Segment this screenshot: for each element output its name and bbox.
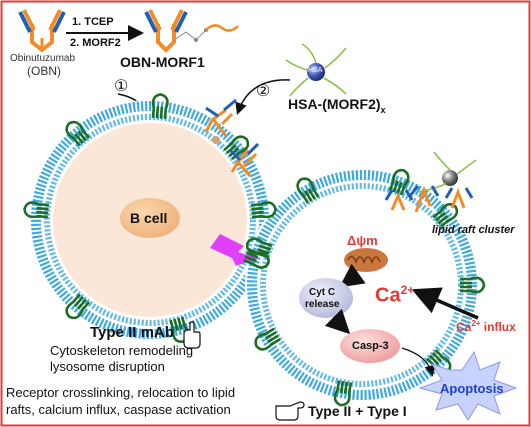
left-receptor-5 xyxy=(151,93,169,120)
left-receptor-2 xyxy=(65,293,91,320)
bound-antibody-left-top xyxy=(204,98,237,144)
right-receptor-0 xyxy=(460,276,486,294)
step-two-marker: ② xyxy=(256,83,271,100)
calcium-base: Ca xyxy=(375,284,401,307)
arrow-cytc-to-casp xyxy=(324,308,351,335)
b-cell-nucleus xyxy=(120,198,180,238)
type2-mab-title: Type II mAb xyxy=(90,324,174,341)
left-receptor-0 xyxy=(243,248,270,269)
right-receptor-5 xyxy=(296,177,320,204)
apoptosis-burst xyxy=(418,350,518,421)
antibody-abbrev-label: (OBN) xyxy=(27,64,61,78)
arrow-mito-to-cytc xyxy=(339,263,366,288)
obinutuzumab-antibody-icon xyxy=(18,9,66,53)
cytc-label-line1: Cyt C xyxy=(309,287,336,298)
left-membrane xyxy=(31,101,269,339)
effect-lysosome: lysosome disruption xyxy=(50,359,165,374)
cytc-label-line2: release xyxy=(305,299,340,310)
b-cell-label: B cell xyxy=(130,210,168,226)
mito-potential-label: Δψm xyxy=(347,233,378,248)
conjugate-label: OBN-MORF1 xyxy=(120,54,205,70)
left-receptor-7 xyxy=(250,201,277,219)
influx-sup: 2+ xyxy=(471,319,481,328)
lipid-raft-cluster-antibodies xyxy=(384,151,477,213)
calcium-influx-label: Ca2+ influx xyxy=(456,319,516,335)
left-receptor-3 xyxy=(23,201,50,219)
apoptosis-label: Apoptosis xyxy=(440,381,504,396)
calcium-label: Ca2+ xyxy=(375,283,415,308)
arrow-casp-to-apoptosis xyxy=(401,347,436,377)
right-receptor-6 xyxy=(388,168,410,196)
effect-cytoskeleton: Cytoskeleton remodeling xyxy=(50,343,194,358)
casp3-label: Casp-3 xyxy=(352,340,389,352)
calcium-sup: 2+ xyxy=(400,283,415,297)
calcium-influx-arrow xyxy=(411,287,479,320)
right-receptor-3 xyxy=(254,327,281,351)
antibody-name-label: Obinutuzumab xyxy=(10,53,76,64)
mitochondrion-icon xyxy=(344,248,388,272)
pointing-hand-right-icon xyxy=(275,401,305,421)
hsa-morf2-base: HSA-(MORF2) xyxy=(288,96,381,112)
obn-morf1-conjugate-icon xyxy=(144,9,239,53)
right-receptor-4 xyxy=(245,237,273,259)
pointing-hand-icon xyxy=(183,321,201,349)
left-cell xyxy=(30,100,270,340)
lipid-raft-cluster-label: lipid raft cluster xyxy=(432,224,515,236)
hsa-morf2-subscript: x xyxy=(380,104,386,115)
casp3-bubble xyxy=(340,329,400,363)
right-receptor-7 xyxy=(432,202,459,228)
right-cell xyxy=(245,168,479,402)
step1-label: 1. TCEP xyxy=(72,16,114,28)
influx-base: Ca xyxy=(456,320,472,334)
influx-text: influx xyxy=(480,320,516,334)
footer-line2: rafts, calcium influx, caspase activatio… xyxy=(6,402,231,417)
arrow-two-to-cell xyxy=(235,79,291,115)
step-one-marker: ① xyxy=(114,78,129,95)
hsa-sphere-label: HSA xyxy=(308,67,323,74)
left-receptor-4 xyxy=(65,120,91,147)
hsa-morf2-icon xyxy=(285,43,347,97)
cytc-bubble xyxy=(299,278,353,318)
right-receptor-2 xyxy=(333,380,353,407)
type2-plus-type1-label: Type II + Type I xyxy=(308,403,407,419)
right-membrane xyxy=(247,170,477,400)
bound-antibody-left-side xyxy=(228,142,260,177)
cd20-receptors xyxy=(23,93,486,407)
step2-label: 2. MORF2 xyxy=(70,37,121,49)
hsa-morf2-label: HSA-(MORF2)x xyxy=(288,96,386,115)
footer-line1: Receptor crosslinking, relocation to lip… xyxy=(6,385,236,400)
